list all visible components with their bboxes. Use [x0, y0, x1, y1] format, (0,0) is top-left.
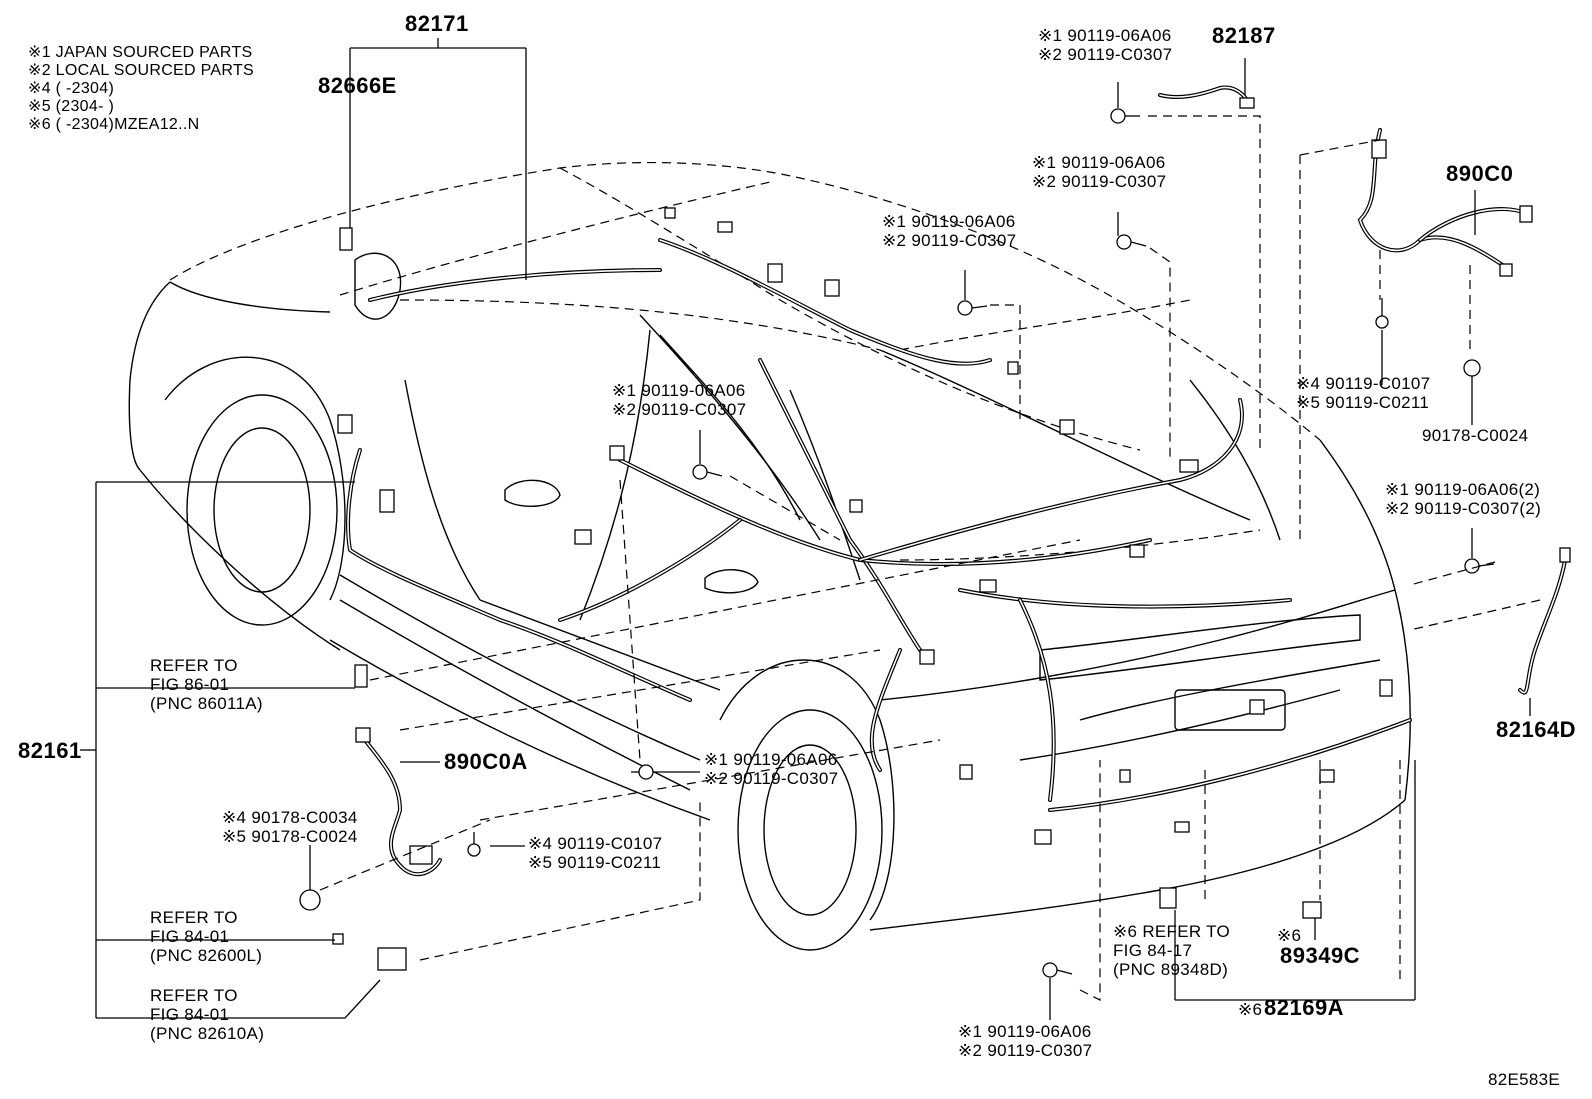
bolt-label: ※1 90119-06A06 — [612, 381, 746, 400]
part-82169A: 82169A — [1264, 995, 1345, 1020]
bolt-label: ※1 90119-06A06(2) — [1385, 480, 1541, 499]
refer-label: ※6 REFER TO — [1113, 922, 1231, 941]
bolt-label: ※1 90119-06A06 — [882, 212, 1016, 231]
part-82161: 82161 — [18, 738, 82, 763]
connectors — [332, 207, 1393, 971]
refer-label: FIG 84-01 — [150, 927, 230, 946]
bolt-label: ※1 90119-06A06 — [704, 750, 838, 769]
mark-6-82169A: ※6 — [1238, 1000, 1263, 1019]
harness-890C0A — [355, 727, 442, 877]
bolts-right-top45: ※4 90119-C0107 ※5 90119-C0211 — [1296, 374, 1430, 412]
note-5: ※5 (2304- ) — [28, 98, 115, 115]
figure-code: 82E583E — [1488, 1070, 1561, 1089]
refer-label: FIG 84-01 — [150, 1005, 230, 1024]
part-82666E: 82666E — [318, 73, 397, 98]
refer-label: FIG 86-01 — [150, 675, 230, 694]
assembly-dashed-lines — [319, 115, 1541, 1001]
refer-label: FIG 84-17 — [1113, 941, 1193, 960]
bolt-label: ※5 90119-C0211 — [528, 853, 662, 872]
part-82187: 82187 — [1212, 23, 1276, 48]
refer-label: REFER TO — [150, 986, 238, 1005]
bolts-bottom: ※1 90119-06A06 ※2 90119-C0307 — [958, 1022, 1092, 1060]
bolts-mid-left: ※1 90119-06A06 ※2 90119-C0307 — [612, 381, 746, 419]
bolt-label: ※1 90119-06A06 — [1038, 26, 1172, 45]
bolt-label: ※2 90119-C0307 — [1038, 45, 1173, 64]
clips-left45: ※4 90178-C0034 ※5 90178-C0024 — [222, 808, 358, 846]
part-89349C: 89349C — [1280, 943, 1361, 968]
refer-fig-86-01: REFER TO FIG 86-01 (PNC 86011A) — [150, 656, 263, 713]
bolt-label: ※2 90119-C0307 — [958, 1041, 1093, 1060]
bolts-lower-center: ※1 90119-06A06 ※2 90119-C0307 — [704, 750, 838, 788]
bolts-roof-left: ※1 90119-06A06 ※2 90119-C0307 — [882, 212, 1016, 250]
part-82164D: 82164D — [1496, 717, 1577, 742]
harness-82164D — [1518, 547, 1571, 695]
bolt-label: ※4 90119-C0107 — [528, 834, 663, 853]
refer-fig-84-01-a: REFER TO FIG 84-01 (PNC 82600L) — [150, 908, 262, 965]
part-890C0: 890C0 — [1446, 161, 1514, 186]
refer-fig-84-17: ※6 REFER TO FIG 84-17 (PNC 89348D) — [1113, 922, 1230, 979]
bolts-upper-mid: ※1 90119-06A06 ※2 90119-C0307 — [1032, 153, 1166, 191]
note-2: ※2 LOCAL SOURCED PARTS — [28, 62, 254, 79]
part-82171: 82171 — [405, 11, 469, 36]
refer-label: REFER TO — [150, 908, 238, 927]
harness-890C0 — [1357, 128, 1533, 277]
note-4: ※4 ( -2304) — [28, 80, 115, 97]
car-body-outline — [128, 161, 1411, 951]
bolt-label: ※1 90119-06A06 — [958, 1022, 1092, 1041]
note-6: ※6 ( -2304)MZEA12..N — [28, 116, 200, 133]
refer-label: (PNC 86011A) — [150, 694, 263, 713]
bolt-label: ※2 90119-C0307 — [882, 231, 1017, 250]
refer-label: (PNC 82600L) — [150, 946, 263, 965]
part-890C0A: 890C0A — [444, 749, 528, 774]
bolt-label: ※1 90119-06A06 — [1032, 153, 1166, 172]
mark-6-89349C: ※6 — [1277, 926, 1302, 945]
wire-harness-main — [346, 238, 1412, 812]
bolt-label: ※4 90119-C0107 — [1296, 374, 1431, 393]
bolt-label: ※2 90119-C0307 — [704, 769, 839, 788]
bolts-right-qty: ※1 90119-06A06(2) ※2 90119-C0307(2) — [1385, 480, 1541, 518]
note-1: ※1 JAPAN SOURCED PARTS — [28, 44, 253, 61]
refer-label: REFER TO — [150, 656, 238, 675]
part-90178-C0024: 90178-C0024 — [1422, 426, 1529, 445]
bolt-label: ※2 90119-C0307 — [612, 400, 747, 419]
bolt-label: ※4 90178-C0034 — [222, 808, 358, 827]
refer-label: (PNC 89348D) — [1113, 960, 1229, 979]
fasteners — [299, 108, 1495, 978]
leader-lines — [80, 38, 1531, 1020]
bolt-label: ※2 90119-C0307(2) — [1385, 499, 1542, 518]
notes-block: ※1 JAPAN SOURCED PARTS ※2 LOCAL SOURCED … — [28, 44, 254, 134]
refer-label: (PNC 82610A) — [150, 1024, 265, 1043]
bolts-top-center: ※1 90119-06A06 ※2 90119-C0307 — [1038, 26, 1172, 64]
bolts-center45: ※4 90119-C0107 ※5 90119-C0211 — [528, 834, 662, 872]
bolt-label: ※5 90178-C0024 — [222, 827, 358, 846]
bolt-label: ※5 90119-C0211 — [1296, 393, 1430, 412]
refer-fig-84-01-b: REFER TO FIG 84-01 (PNC 82610A) — [150, 986, 264, 1043]
bolt-label: ※2 90119-C0307 — [1032, 172, 1167, 191]
harness-82187 — [1158, 85, 1255, 109]
